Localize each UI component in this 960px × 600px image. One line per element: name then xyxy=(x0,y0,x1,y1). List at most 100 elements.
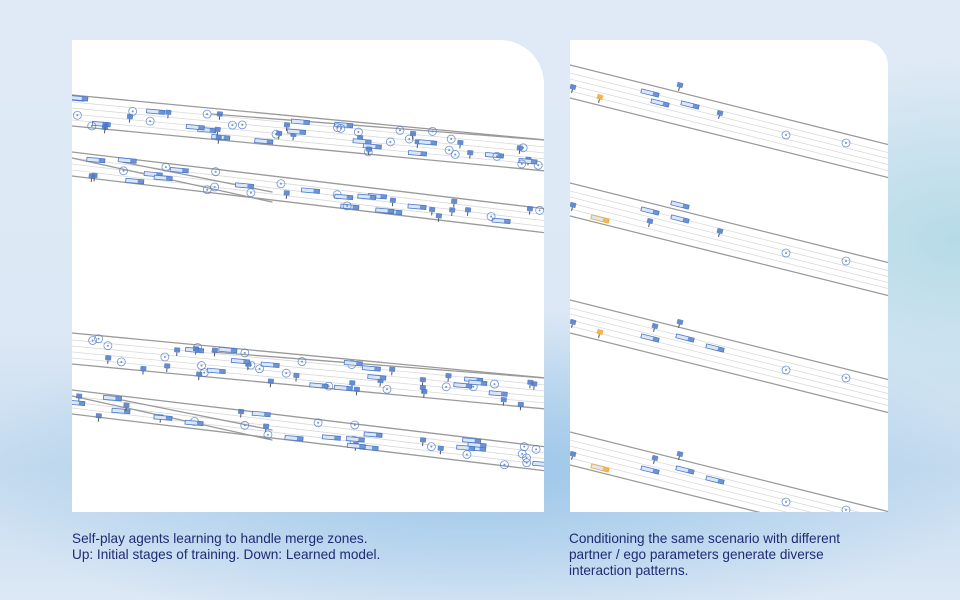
agent-vehicle-icon xyxy=(418,139,438,146)
agent-vehicle-icon xyxy=(437,445,444,455)
agent-vehicle-icon xyxy=(680,100,700,110)
agent-vehicle-icon xyxy=(453,382,473,389)
goal-marker-icon xyxy=(517,449,527,459)
agent-vehicle-icon xyxy=(102,121,109,131)
agent-vehicle-icon xyxy=(105,355,112,364)
agent-vehicle-icon xyxy=(670,214,690,224)
goal-marker-icon xyxy=(781,365,791,375)
agent-vehicle-icon xyxy=(345,436,365,443)
goal-marker-icon xyxy=(386,137,395,147)
goal-marker-icon xyxy=(841,505,851,512)
goal-marker-icon xyxy=(350,420,360,430)
goal-marker-icon xyxy=(781,248,791,258)
goal-marker-icon xyxy=(841,373,851,383)
agent-vehicle-icon xyxy=(346,442,366,450)
agent-vehicle-icon xyxy=(675,465,695,475)
goal-marker-icon xyxy=(160,352,170,362)
agent-vehicle-icon xyxy=(570,319,577,328)
agent-vehicle-icon xyxy=(353,386,361,396)
agent-vehicle-icon xyxy=(102,394,123,402)
goal-marker-icon xyxy=(535,205,544,215)
goal-marker-icon xyxy=(193,343,203,352)
agent-vehicle-icon xyxy=(72,95,89,102)
goal-marker-icon xyxy=(313,418,323,428)
agent-vehicle-icon xyxy=(283,122,291,131)
agent-vehicle-icon xyxy=(260,361,280,368)
goal-marker-icon xyxy=(492,151,502,161)
agent-vehicle-icon xyxy=(464,207,472,216)
caption-line: Self-play agents learning to handle merg… xyxy=(72,531,368,546)
agent-vehicle-icon xyxy=(363,431,383,438)
goal-marker-icon xyxy=(382,384,392,394)
agent-vehicle-icon xyxy=(526,205,534,215)
merge-scene xyxy=(72,332,544,472)
agent-vehicle-icon xyxy=(651,323,659,332)
goal-marker-icon xyxy=(486,212,496,221)
goal-marker-icon xyxy=(240,348,250,358)
agent-vehicle-icon xyxy=(216,111,223,120)
goal-marker-icon xyxy=(88,336,98,345)
goal-marker-icon xyxy=(271,129,281,139)
agent-vehicle-icon xyxy=(676,82,684,91)
agent-vehicle-icon xyxy=(286,128,307,135)
goal-marker-icon xyxy=(336,124,346,133)
goal-marker-icon xyxy=(441,382,451,392)
agent-vehicle-icon xyxy=(254,138,274,145)
goal-marker-icon xyxy=(227,120,237,130)
goal-marker-icon xyxy=(522,458,532,468)
goal-marker-icon xyxy=(446,134,456,144)
goal-marker-icon xyxy=(363,147,373,157)
agent-vehicle-icon xyxy=(367,374,387,381)
agent-vehicle-icon xyxy=(206,367,226,375)
agent-vehicle-icon xyxy=(449,207,456,216)
goal-marker-icon xyxy=(263,430,273,440)
goal-marker-icon xyxy=(533,160,543,170)
agent-vehicle-icon xyxy=(321,434,341,441)
agent-vehicle-icon xyxy=(716,228,724,237)
agent-vehicle-icon xyxy=(140,365,147,375)
goal-marker-icon xyxy=(297,357,307,366)
agent-vehicle-icon xyxy=(451,198,458,208)
agent-vehicle-icon xyxy=(462,437,482,444)
goal-marker-icon xyxy=(255,364,264,374)
agent-vehicle-icon xyxy=(293,372,300,382)
goal-marker-icon xyxy=(518,143,528,153)
agent-vehicle-icon xyxy=(91,172,98,182)
agent-vehicle-icon xyxy=(457,139,464,149)
merge-zone-caption: Self-play agents learning to handle merg… xyxy=(72,531,542,563)
agent-vehicle-icon xyxy=(145,108,166,115)
goal-marker-icon xyxy=(490,379,499,389)
agent-vehicle-icon xyxy=(488,390,508,397)
agent-vehicle-icon xyxy=(111,407,131,415)
goal-marker-icon xyxy=(462,450,472,459)
goal-marker-icon xyxy=(128,106,138,116)
merge-zone-visualization-panel xyxy=(72,40,544,512)
goal-marker-icon xyxy=(404,134,414,144)
agent-vehicle-icon xyxy=(251,410,271,418)
goal-marker-icon xyxy=(240,420,250,430)
agent-vehicle-icon xyxy=(670,200,690,210)
agent-vehicle-icon xyxy=(284,435,304,442)
goal-marker-icon xyxy=(841,138,851,148)
agent-vehicle-icon xyxy=(125,177,145,185)
agent-vehicle-icon xyxy=(86,156,106,164)
goal-marker-icon xyxy=(444,145,454,155)
caption-line: partner / ego parameters generate divers… xyxy=(569,547,824,562)
agent-vehicle-icon xyxy=(467,150,474,159)
agent-vehicle-icon xyxy=(640,206,660,216)
agent-vehicle-icon xyxy=(429,206,436,216)
agent-vehicle-icon xyxy=(169,166,189,174)
agent-vehicle-icon xyxy=(389,366,396,376)
rollout-scene xyxy=(570,299,888,414)
agent-vehicle-icon xyxy=(716,110,724,119)
agent-vehicle-icon xyxy=(215,135,222,144)
goal-marker-icon xyxy=(342,201,352,211)
agent-vehicle-icon xyxy=(705,343,725,353)
agent-vehicle-icon xyxy=(527,379,534,389)
goal-marker-icon xyxy=(428,126,437,136)
agent-vehicle-icon xyxy=(238,408,245,418)
goal-marker-icon xyxy=(119,166,128,176)
goal-marker-icon xyxy=(395,125,405,135)
agent-vehicle-icon xyxy=(153,414,173,421)
agent-vehicle-icon xyxy=(389,197,397,207)
